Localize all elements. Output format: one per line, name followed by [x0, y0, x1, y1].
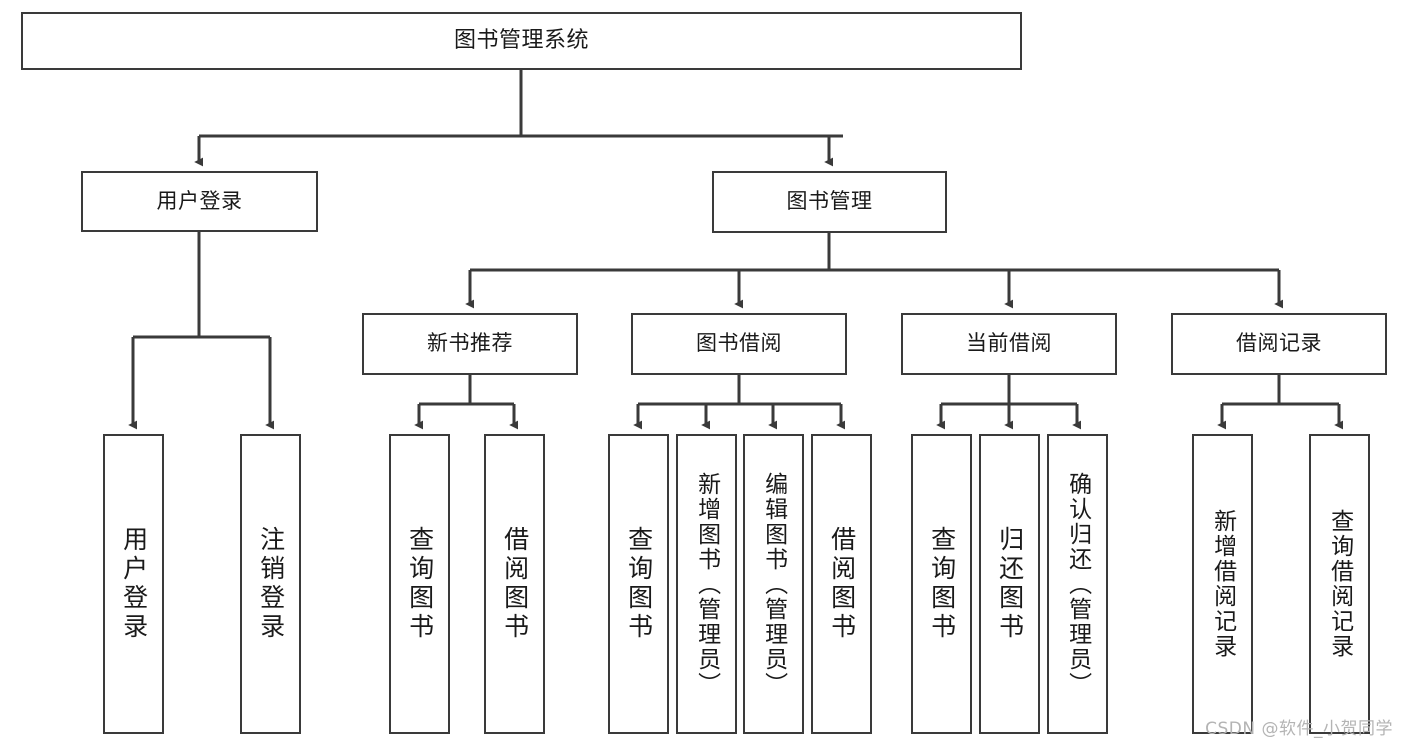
node-leaf-edit-book[interactable]: 编辑图书（管理员）: [743, 434, 804, 734]
csdn-watermark: CSDN @软件_小贺同学: [1205, 719, 1393, 739]
node-root-system-label: 图书管理系统: [453, 27, 589, 53]
node-leaf-query-book-2[interactable]: 查询图书: [608, 434, 669, 734]
node-leaf-query-record[interactable]: 查询借阅记录: [1309, 434, 1370, 734]
node-leaf-query-book-3-label: 查询图书: [927, 526, 957, 642]
node-leaf-add-record-label: 新增借阅记录: [1209, 509, 1236, 659]
node-leaf-logout-label: 注销登录: [256, 526, 286, 642]
node-book-borrow[interactable]: 图书借阅: [631, 313, 847, 375]
node-user-login-label: 用户登录: [156, 188, 243, 213]
node-new-book-rec[interactable]: 新书推荐: [362, 313, 578, 375]
node-leaf-add-book[interactable]: 新增图书（管理员）: [676, 434, 737, 734]
node-borrow-record-label: 借阅记录: [1236, 331, 1322, 356]
node-leaf-borrow-book-2-label: 借阅图书: [827, 526, 857, 642]
node-leaf-add-record[interactable]: 新增借阅记录: [1192, 434, 1253, 734]
node-leaf-logout[interactable]: 注销登录: [240, 434, 301, 734]
node-leaf-user-login-label: 用户登录: [119, 526, 149, 642]
node-borrow-record[interactable]: 借阅记录: [1171, 313, 1387, 375]
node-user-login[interactable]: 用户登录: [81, 171, 318, 232]
node-leaf-query-book-1-label: 查询图书: [405, 526, 435, 642]
node-root-system[interactable]: 图书管理系统: [21, 12, 1022, 70]
node-leaf-query-book-2-label: 查询图书: [624, 526, 654, 642]
node-leaf-return-book[interactable]: 归还图书: [979, 434, 1040, 734]
node-leaf-confirm-return[interactable]: 确认归还（管理员）: [1047, 434, 1108, 734]
node-leaf-add-book-label: 新增图书（管理员）: [693, 471, 720, 697]
node-current-borrow[interactable]: 当前借阅: [901, 313, 1117, 375]
node-leaf-query-book-1[interactable]: 查询图书: [389, 434, 450, 734]
node-leaf-borrow-book-1-label: 借阅图书: [500, 526, 530, 642]
node-leaf-borrow-book-2[interactable]: 借阅图书: [811, 434, 872, 734]
node-leaf-confirm-return-label: 确认归还（管理员）: [1064, 471, 1091, 697]
node-leaf-query-book-3[interactable]: 查询图书: [911, 434, 972, 734]
node-leaf-query-record-label: 查询借阅记录: [1326, 509, 1353, 659]
node-book-manage[interactable]: 图书管理: [712, 171, 947, 233]
node-leaf-edit-book-label: 编辑图书（管理员）: [760, 471, 787, 697]
node-leaf-user-login[interactable]: 用户登录: [103, 434, 164, 734]
node-new-book-rec-label: 新书推荐: [427, 331, 513, 356]
node-book-borrow-label: 图书借阅: [696, 331, 782, 356]
node-current-borrow-label: 当前借阅: [966, 331, 1052, 356]
node-book-manage-label: 图书管理: [786, 189, 873, 214]
node-leaf-return-book-label: 归还图书: [995, 526, 1025, 642]
node-leaf-borrow-book-1[interactable]: 借阅图书: [484, 434, 545, 734]
